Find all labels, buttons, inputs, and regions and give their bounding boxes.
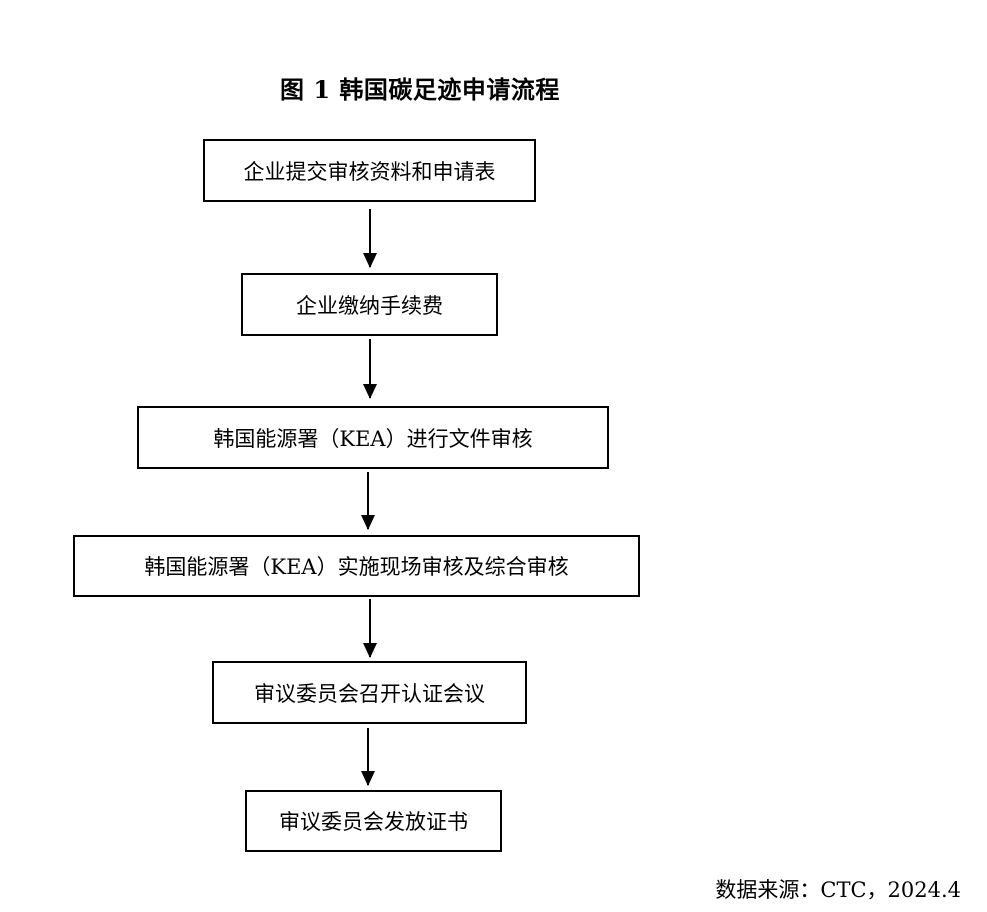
diagram-title: 图 1 韩国碳足迹申请流程 [280,75,560,104]
arrow-2 [363,339,377,399]
step-2-label: 企业缴纳手续费 [296,293,443,318]
step-3-label: 韩国能源署（KEA）进行文件审核 [213,426,533,451]
step-1-label: 企业提交审核资料和申请表 [243,159,496,184]
step-6-label: 审议委员会发放证书 [279,810,468,834]
step-1-box: 企业提交审核资料和申请表 [203,139,536,202]
step-4-box: 韩国能源署（KEA）实施现场审核及综合审核 [73,535,640,597]
step-4-label: 韩国能源署（KEA）实施现场审核及综合审核 [144,555,569,579]
arrow-4 [363,599,377,658]
step-2-box: 企业缴纳手续费 [241,273,498,336]
arrow-3 [361,472,375,530]
arrow-5 [361,728,375,786]
arrow-1 [363,209,377,268]
step-5-label: 审议委员会召开认证会议 [254,681,485,706]
step-3-box: 韩国能源署（KEA）进行文件审核 [137,406,609,469]
data-source-note: 数据来源：CTC，2024.4 [715,878,961,902]
step-5-box: 审议委员会召开认证会议 [212,661,527,724]
step-6-box: 审议委员会发放证书 [245,790,502,852]
